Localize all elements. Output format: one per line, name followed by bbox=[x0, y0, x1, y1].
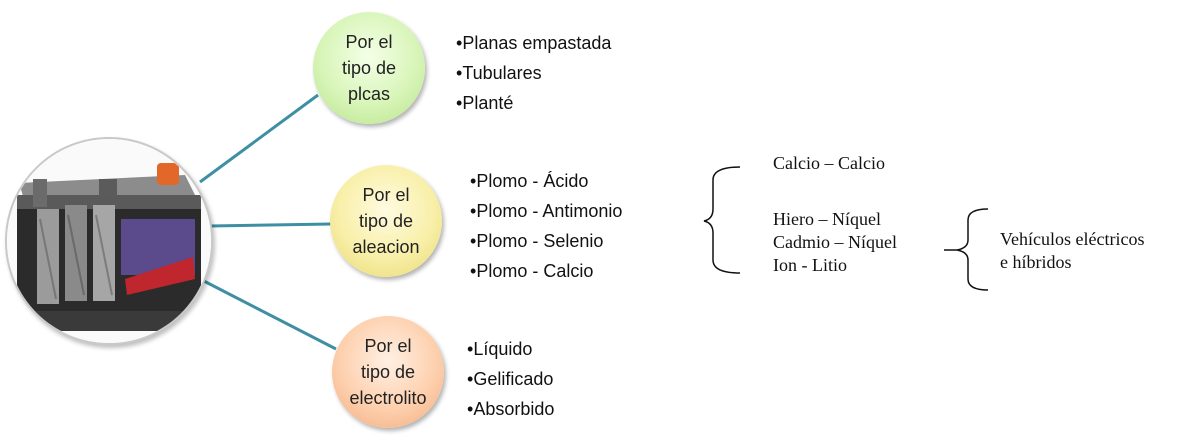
list-aleacion: Plomo - Ácido Plomo - Antimonio Plomo - … bbox=[470, 166, 622, 286]
vehicles-line: e híbridos bbox=[1000, 252, 1072, 272]
list-item: Tubulares bbox=[456, 58, 611, 88]
node-label-line: aleacion bbox=[352, 237, 420, 257]
node-label-line: Por el bbox=[364, 336, 412, 356]
alloy-calcio-calcio: Calcio – Calcio bbox=[773, 153, 885, 173]
battery-image bbox=[5, 137, 213, 345]
list-placas: Planas empastada Tubulares Planté bbox=[456, 28, 611, 118]
list-item: Plomo - Selenio bbox=[470, 226, 622, 256]
list-item: Gelificado bbox=[467, 364, 554, 394]
list-item: Plomo - Antimonio bbox=[470, 196, 622, 226]
alloy-group: Hiero – Níquel Cadmio – Níquel Ion - Lit… bbox=[773, 208, 897, 277]
connector-to-placas bbox=[199, 93, 319, 184]
node-label-line: electrolito bbox=[349, 388, 427, 408]
node-label-line: tipo de bbox=[341, 58, 397, 78]
node-label-line: tipo de bbox=[360, 362, 416, 382]
node-label-line: Por el bbox=[362, 185, 410, 205]
brace-group bbox=[956, 208, 989, 291]
alloy-item: Cadmio – Níquel bbox=[773, 232, 897, 252]
node-label-line: plcas bbox=[347, 84, 390, 104]
list-item: Planas empastada bbox=[456, 28, 611, 58]
vehicles-line: Vehículos eléctricos bbox=[1000, 229, 1145, 249]
list-electrolito: Líquido Gelificado Absorbido bbox=[467, 334, 554, 424]
node-label-line: Por el bbox=[345, 32, 393, 52]
list-item: Planté bbox=[456, 88, 611, 118]
vehicles-note: Vehículos eléctricos e híbridos bbox=[1000, 228, 1144, 274]
alloy-item: Ion - Litio bbox=[773, 255, 847, 275]
alloy-item: Hiero – Níquel bbox=[773, 209, 881, 229]
connector-to-aleacion bbox=[209, 222, 332, 228]
node-tipo-placas: Por el tipo de plcas bbox=[313, 12, 425, 124]
node-tipo-aleacion: Por el tipo de aleacion bbox=[330, 165, 442, 277]
list-item: Plomo - Calcio bbox=[470, 256, 622, 286]
car-battery-icon bbox=[7, 139, 211, 343]
list-item: Líquido bbox=[467, 334, 554, 364]
node-label-line: tipo de bbox=[358, 211, 414, 231]
list-item: Plomo - Ácido bbox=[470, 166, 622, 196]
connector-to-electrolito bbox=[197, 276, 337, 351]
brace-alloys bbox=[703, 166, 741, 274]
node-tipo-electrolito: Por el tipo de electrolito bbox=[332, 316, 444, 428]
list-item: Absorbido bbox=[467, 394, 554, 424]
